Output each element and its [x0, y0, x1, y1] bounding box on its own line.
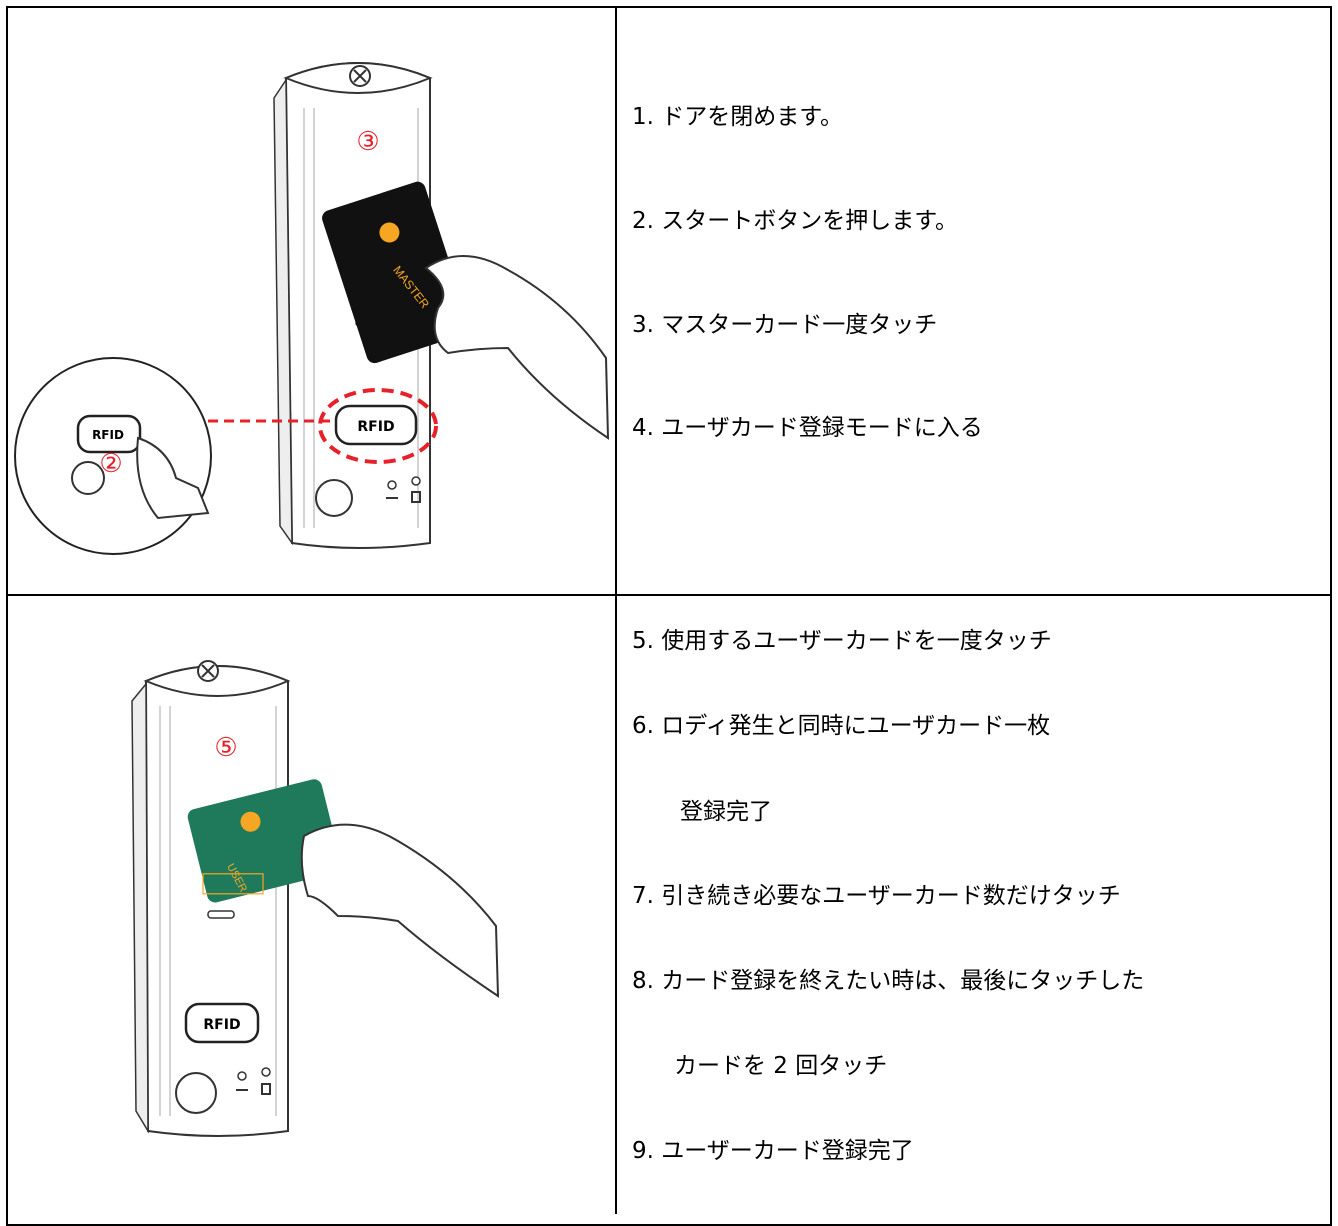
step-4: 4. ユーザカード登録モードに入る [632, 415, 983, 441]
step-8-continued: カードを 2 回タッチ [674, 1053, 888, 1079]
step-2: 2. スタートボタンを押します。 [632, 208, 958, 234]
card-logo-icon [379, 222, 400, 243]
rfid-button[interactable] [334, 404, 418, 446]
step-6-continued: 登録完了 [680, 799, 772, 825]
step-7: 7. 引き続き必要なユーザーカード数だけタッチ [632, 883, 1121, 909]
hand-icon [424, 255, 610, 440]
step-9: 9. ユーザーカード登録完了 [632, 1138, 914, 1164]
card-logo-icon [240, 811, 261, 832]
step-1: 1. ドアを閉めます。 [632, 104, 843, 130]
highlight-ellipse [318, 388, 438, 464]
inset-rfid-label: RFID [92, 428, 124, 442]
finger-icon [136, 436, 210, 520]
step-2-marker: ② [99, 448, 122, 478]
step-5: 5. 使用するユーザーカードを一度タッチ [632, 628, 1052, 654]
user-card-illustration: ⑤ RFID USER [131, 660, 500, 1137]
rfid-button-label: RFID [357, 419, 394, 435]
step-6: 6. ロディ発生と同時にユーザカード一枚 [632, 713, 1051, 739]
rfid-button-label: RFID [203, 1017, 240, 1033]
step-5-marker: ⑤ [214, 732, 237, 762]
step-3: 3. マスターカード一度タッチ [632, 312, 938, 338]
master-card-illustration: ③ RFID MASTER RFID ② [14, 62, 610, 555]
master-card: MASTER [322, 181, 471, 364]
step-3-marker: ③ [356, 126, 379, 156]
rfid-button[interactable] [184, 1002, 260, 1044]
hand-icon [300, 823, 500, 998]
column-divider [615, 6, 617, 1214]
step-8: 8. カード登録を終えたい時は、最後にタッチした [632, 968, 1145, 994]
row-divider [6, 594, 1332, 596]
